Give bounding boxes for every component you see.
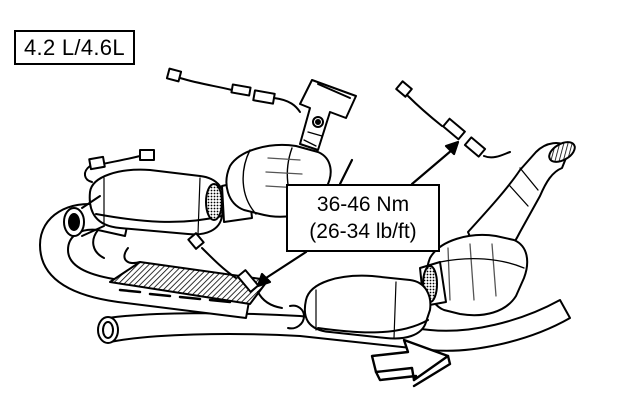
left-head-pipe <box>39 203 251 319</box>
catalytic-converter-lower <box>287 274 432 340</box>
catalytic-converter-right <box>425 234 529 317</box>
torque-metric: 36-46 Nm <box>316 193 410 216</box>
leader-lines <box>256 140 460 288</box>
torque-imperial: (26-34 lb/ft) <box>309 220 417 243</box>
engine-label: 4.2 L/4.6L <box>14 30 135 65</box>
manifold-flange <box>299 79 357 151</box>
heat-shield <box>109 247 269 305</box>
torque-callout: 36-46 Nm (26-34 lb/ft) <box>286 184 440 252</box>
direction-arrow-icon <box>370 338 452 388</box>
oxygen-sensor-lower <box>187 232 283 309</box>
oxygen-sensor-left <box>84 149 155 183</box>
oxygen-sensor-upper-left <box>165 67 301 113</box>
oxygen-sensor-upper-right <box>395 80 511 159</box>
